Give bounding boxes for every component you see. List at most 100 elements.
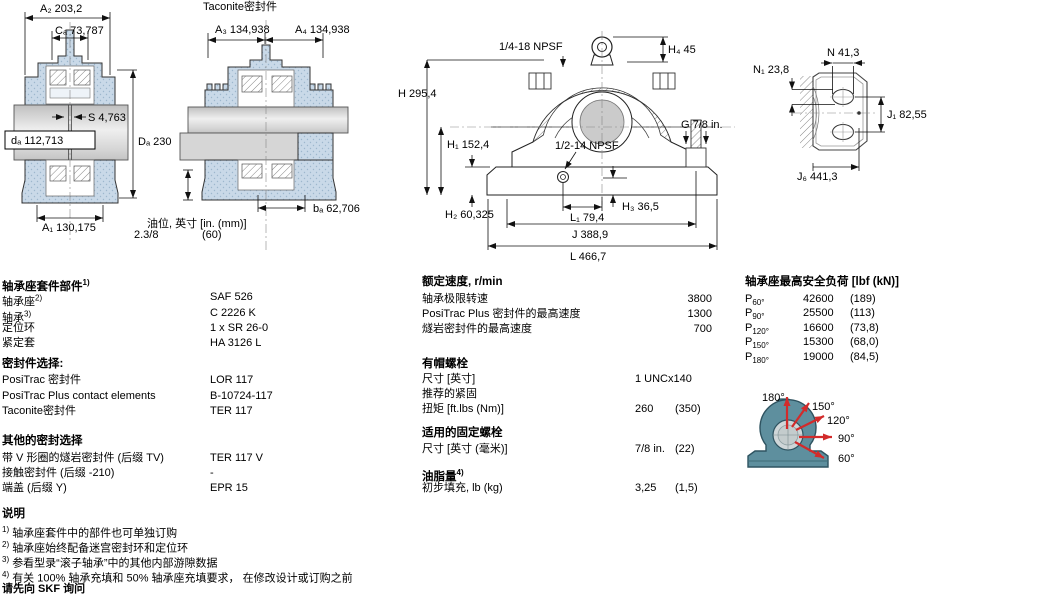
oil-level-value-mm: (60) (202, 229, 222, 241)
dim-a1: A₁ 130,175 (42, 222, 96, 234)
drawing-front-view: H 295,4 H₁ 152,4 H₂ 60,325 H₃ 36,5 L₁ 79… (398, 31, 735, 263)
dim-s: S 4,763 (88, 112, 126, 124)
section-header: 额定速度, r/min (422, 276, 503, 288)
header-text: 油脂量 (422, 470, 457, 483)
row-value: 19000 (803, 351, 834, 363)
row-value: EPR 15 (210, 482, 248, 494)
dim-h3: H₃ 36,5 (622, 201, 659, 213)
grease-table: 油脂量4) 初步填充, lb (kg)3,25(1,5) (422, 466, 722, 501)
row-label: 轴承座2) (2, 293, 43, 308)
row-label: 燧岩密封件的最高速度 (422, 323, 532, 335)
bearing-roller (271, 163, 293, 179)
angle-label-120: 120° (827, 415, 850, 427)
drain-plug-hole (560, 174, 566, 180)
dim-h: H 295,4 (398, 88, 437, 100)
dim-da-bore: dₐ 112,713 (11, 135, 63, 147)
table-row: P150°15300(68,0) (745, 336, 879, 352)
table-row: 尺寸 [英寸 (毫米)]7/8 in.(22) (422, 443, 695, 456)
row-value: HA 3126 L (210, 337, 262, 349)
load-symbol: P180° (745, 351, 769, 366)
row-label: 端盖 (后缀 Y) (2, 482, 67, 494)
dimension-lines (424, 36, 718, 250)
footnote: 1) 轴承座套件中的部件也可单独订购 (2, 525, 178, 540)
label-npsf-top: 1/4-18 NPSF (499, 41, 563, 53)
cap-bolt-heads (528, 72, 676, 90)
table-row: 尺寸 [英寸] 1 UNCx140 (422, 373, 692, 386)
row-value: 25500 (803, 307, 834, 319)
bearing-roller (49, 165, 67, 182)
row-value: 1 UNCx140 (635, 373, 692, 385)
row-label: 扭矩 [ft.lbs (Nm)] (422, 403, 504, 415)
row-value: 16600 (803, 322, 834, 334)
load-direction-diagram: 180° 150° 120° 90° 60° (747, 392, 855, 468)
row-value: 700 (693, 323, 712, 335)
dim-h2: H₂ 60,325 (445, 209, 494, 221)
row-value: 1300 (687, 308, 712, 320)
row-label: 带 V 形圈的燧岩密封件 (后缀 TV) (2, 452, 164, 464)
table-row: 接触密封件 (后缀 -210) - (2, 467, 214, 480)
header-text: 轴承座套件部件 (2, 280, 83, 293)
dim-a4: A₄ 134,938 (295, 24, 350, 36)
safe-load-table: 轴承座最高安全负荷 [lbf (kN)] P60°42600(189) P90°… (745, 276, 1005, 371)
row-label: 接触密封件 (后缀 -210) (2, 467, 115, 479)
section-header: 其他的密封选择 (2, 435, 83, 447)
notes-header: 说明 (2, 508, 25, 520)
row-label: Taconite密封件 (2, 405, 76, 417)
bearing-roller (73, 165, 91, 182)
row-label: PosiTrac Plus contact elements (2, 390, 156, 402)
row-label: 初步填充, lb (kg) (422, 482, 503, 494)
dim-j: J 388,9 (572, 229, 608, 241)
dim-l1: L₁ 79,4 (570, 212, 604, 224)
bearing-roller (271, 75, 293, 93)
housing-side-wall (297, 132, 334, 161)
table-row: P60°42600(189) (745, 293, 876, 309)
dim-a3: A₃ 134,938 (215, 24, 270, 36)
load-direction-arrows (783, 397, 832, 459)
angle-label-180: 180° (762, 392, 785, 404)
table-row: 轴承3)C 2226 K (2, 307, 256, 325)
row-value: SAF 526 (210, 291, 253, 303)
table-row: 燧岩密封件的最高速度 700 (422, 323, 712, 336)
drawing-housing-section: A₂ 203,2 Cₐ 73,787 S 4,763 dₐ 112,713 Dₐ… (4, 3, 171, 240)
dimension-lines (789, 60, 885, 171)
row-label: 定位环 (2, 322, 35, 334)
slot-centermarks (830, 87, 856, 142)
shaft (187, 106, 349, 134)
label-npsf-side: 1/2-14 NPSF (555, 140, 619, 152)
oil-level-value: 2.3/8 (134, 229, 159, 241)
section-header: 有帽螺栓 (422, 358, 468, 370)
table-row: 带 V 形圈的燧岩密封件 (后缀 TV)TER 117 V (2, 452, 263, 465)
footnote: 2) 轴承座始终配备迷宫密封环和定位环 (2, 540, 189, 555)
row-label: 尺寸 [英寸] (422, 373, 476, 385)
row-value: LOR 117 (210, 374, 254, 386)
table-row: P90°25500(113) (745, 307, 875, 323)
table-row: 轴承座2) SAF 526 (2, 291, 253, 309)
cap-bolts-table: 有帽螺栓 尺寸 [英寸] 1 UNCx140 推荐的紧固 扭矩 [ft.lbs (… (422, 358, 722, 418)
section-header: 轴承座最高安全负荷 [lbf (kN)] (745, 276, 899, 288)
inner-contour (815, 76, 864, 147)
section-header: 密封件选择: (2, 358, 64, 370)
bearing-roller (241, 75, 263, 93)
table-row: 端盖 (后缀 Y) EPR 15 (2, 482, 248, 495)
table-row: 初步填充, lb (kg)3,25(1,5) (422, 482, 698, 495)
attachment-bolts-table: 适用的固定螺栓 尺寸 [英寸 (毫米)]7/8 in.(22) (422, 427, 722, 462)
shaft-sleeve-step (179, 132, 299, 161)
header-sup: 4) (456, 468, 464, 477)
table-row: 推荐的紧固 (422, 388, 477, 401)
dim-ca: Cₐ 73,787 (55, 25, 104, 37)
load-symbol: P150° (745, 336, 769, 351)
bearing-roller (73, 69, 91, 86)
row-value: 7/8 in. (635, 443, 665, 455)
row-value: C 2226 K (210, 307, 256, 319)
row-value: - (210, 467, 214, 479)
row-value-metric: (22) (675, 443, 695, 455)
cap-hatched-band (532, 87, 672, 143)
dim-n: N 41,3 (827, 47, 859, 59)
angle-label-150: 150° (812, 401, 835, 413)
row-label: PosiTrac Plus 密封件的最高速度 (422, 308, 581, 320)
